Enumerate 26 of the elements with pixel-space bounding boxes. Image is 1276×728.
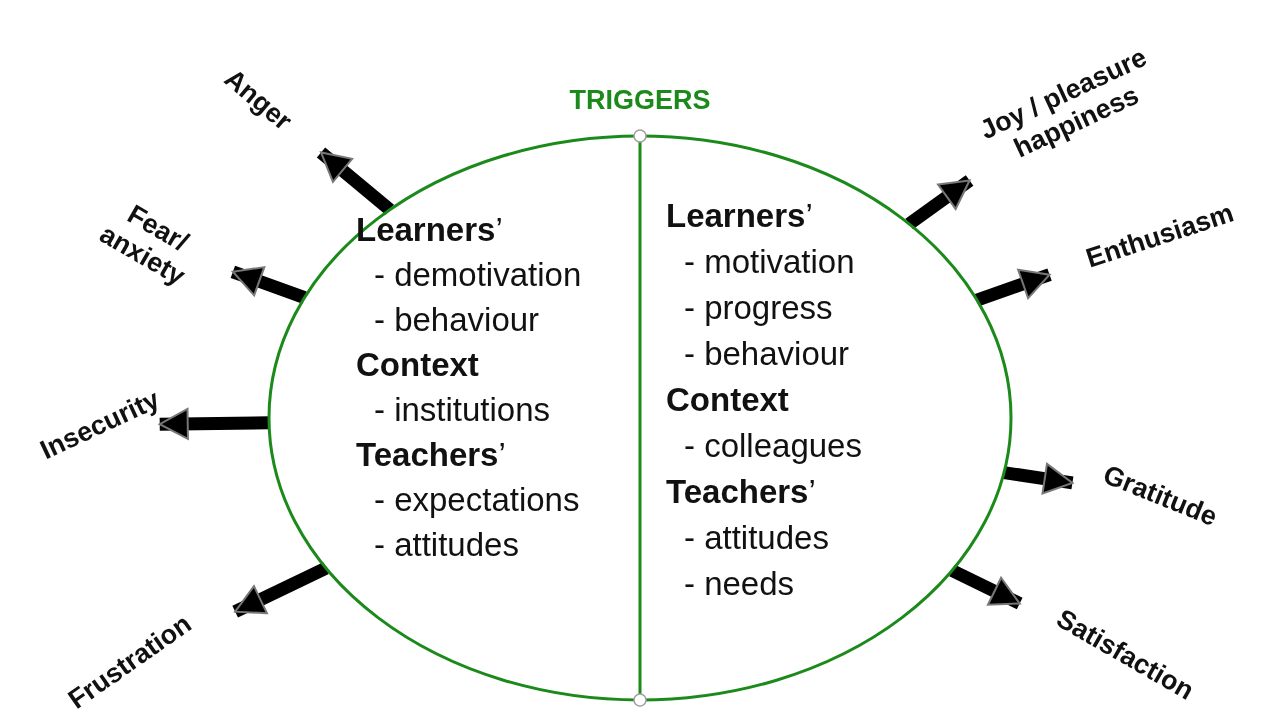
list-item: - expectations xyxy=(373,480,580,520)
list-item: - progress xyxy=(683,288,833,328)
heading-text: Teachers’ xyxy=(666,472,816,512)
list-item: - behaviour xyxy=(683,334,850,374)
arrow xyxy=(230,265,307,304)
arrow xyxy=(905,175,974,230)
list-item: - attitudes xyxy=(683,518,829,558)
list-item: - colleagues xyxy=(683,426,862,466)
arrow xyxy=(232,562,329,618)
heading-text: Learners’ xyxy=(666,196,813,236)
arrow xyxy=(316,147,394,215)
list-item: - needs xyxy=(683,564,795,604)
arrow xyxy=(949,564,1023,610)
arrow xyxy=(1003,462,1074,495)
list-item: - attitudes xyxy=(373,525,519,565)
heading-text: Teachers’ xyxy=(356,435,506,475)
list-item: - demotivation xyxy=(373,255,582,295)
arrow xyxy=(158,407,270,440)
list-item: - motivation xyxy=(683,242,855,282)
list-item: - institutions xyxy=(373,390,551,430)
heading-text: Learners’ xyxy=(356,210,503,250)
title-text: TRIGGERS xyxy=(569,85,711,115)
heading-text: Context xyxy=(666,380,789,420)
list-item: - behaviour xyxy=(373,300,540,340)
arrow xyxy=(974,268,1052,307)
heading-text: Context xyxy=(356,345,479,385)
